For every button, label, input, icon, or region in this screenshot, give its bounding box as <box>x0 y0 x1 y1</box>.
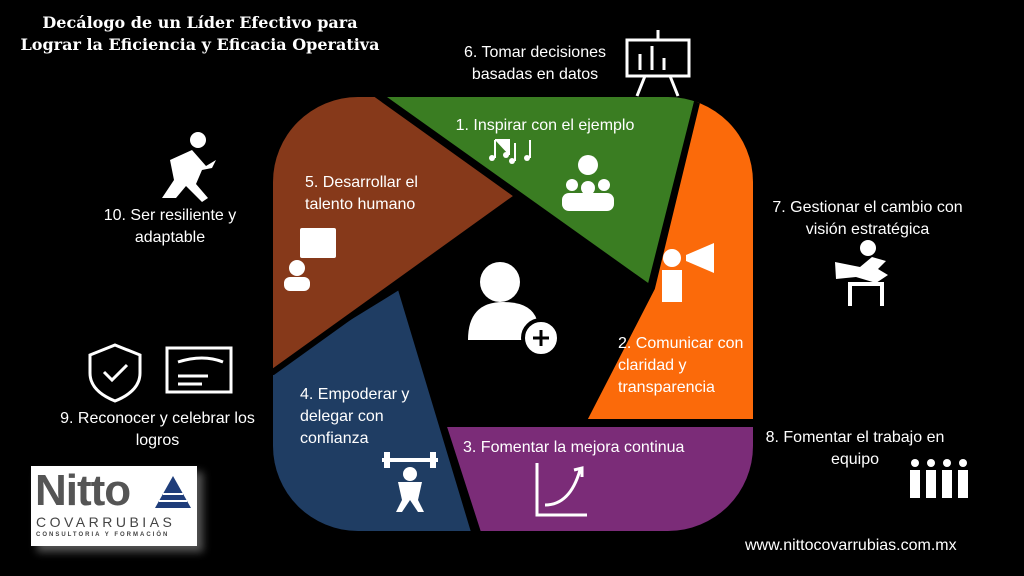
item-9-label: 9. Reconocer y celebrar los logros <box>60 410 255 449</box>
logo-tagline: CONSULTORIA Y FORMACIÓN <box>36 532 170 538</box>
hurdle-jumper-icon <box>835 240 888 306</box>
logo-sub: COVARRUBIAS <box>36 514 176 530</box>
megaphone-person-icon <box>662 243 714 302</box>
company-logo: Nitto COVARRUBIAS CONSULTORIA Y FORMACIÓ… <box>31 466 197 546</box>
item-3-label: 3. Fomentar la mejora continua <box>463 439 685 456</box>
item-4-label: 4. Empoderar y delegar con confianza <box>300 386 410 447</box>
logo-name: Nitto <box>35 466 131 515</box>
item-10-label: 10. Ser resiliente y adaptable <box>103 207 237 246</box>
website-url: www.nittocovarrubias.com.mx <box>745 537 957 554</box>
segment-3 <box>438 421 753 531</box>
user-plus-icon <box>468 262 561 358</box>
item-6-label: 6. Tomar decisiones basadas en datos <box>464 44 606 83</box>
page-title: Decálogo de un Líder Efectivo para Logra… <box>20 13 380 54</box>
person-idea-icon <box>284 228 336 291</box>
item-5-label: 5. Desarrollar el talento humano <box>305 174 418 213</box>
shield-check-icon <box>88 343 142 403</box>
item-8-label: 8. Fomentar el trabajo en equipo <box>765 429 945 468</box>
growth-chart-icon <box>535 463 587 517</box>
weightlifter-icon <box>382 452 438 512</box>
item-1-label: 1. Inspirar con el ejemplo <box>455 117 635 134</box>
segment-5 <box>273 97 524 375</box>
pyramid-icon <box>155 476 191 508</box>
certificate-icon <box>165 346 233 394</box>
item-7-label: 7. Gestionar el cambio con visión estrat… <box>772 199 963 238</box>
team-cheer-icon <box>910 459 968 498</box>
item-2-label: 2. Comunicar con claridad y transparenci… <box>618 335 744 396</box>
music-team-idea-icon <box>489 139 614 211</box>
runner-icon <box>162 132 216 202</box>
presentation-chart-icon <box>625 30 691 97</box>
